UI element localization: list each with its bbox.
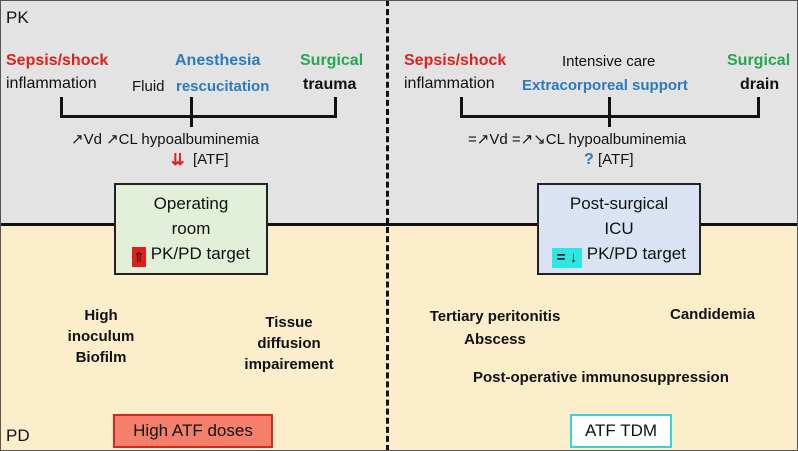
left-inflammation-label: inflammation — [6, 75, 97, 92]
operating-room-target: ⇑ PK/PD target — [116, 241, 266, 267]
right-sepsis-label: Sepsis/shock — [404, 52, 507, 69]
icu-target-label: PK/PD target — [586, 244, 686, 263]
abscess-text: Abscess — [464, 331, 526, 348]
post-surgical-icu-box: Post-surgical ICU = ↓ PK/PD target — [537, 183, 701, 275]
right-bracket-stem — [608, 115, 611, 127]
left-pd-item1: High inoculum Biofilm — [68, 305, 135, 368]
right-inflammation-label: inflammation — [404, 75, 495, 92]
left-bracket-right-tick — [334, 97, 337, 117]
left-rescucitation-label: rescucitation — [176, 78, 270, 95]
tissue-text: Tissue — [265, 314, 313, 331]
pd-label: PD — [6, 426, 30, 445]
high-atf-doses-box: High ATF doses — [113, 414, 273, 448]
operating-room-line1: Operating — [153, 194, 229, 213]
immunosuppression-text: Post-operative immunosuppression — [473, 369, 729, 386]
icu-target: = ↓ PK/PD target — [539, 241, 699, 268]
right-pd-item1: Tertiary peritonitis Abscess — [430, 305, 561, 351]
icu-line2: ICU — [604, 219, 634, 238]
left-effects-line: ↗Vd ↗CL hypoalbuminemia — [71, 131, 260, 148]
left-pd-item2: Tissue diffusion impairement — [244, 312, 333, 375]
candidemia-text: Candidemia — [670, 306, 756, 323]
left-sepsis-label: Sepsis/shock — [6, 52, 109, 69]
right-surgical-label: Surgical — [727, 52, 791, 69]
horizontal-divider — [0, 223, 798, 226]
vertical-dashed-divider — [386, 0, 389, 451]
right-bracket-right-tick — [757, 97, 760, 117]
left-anesthesia-label: Anesthesia — [175, 52, 261, 69]
left-bracket-left-tick — [60, 97, 63, 117]
icu-line1: Post-surgical — [569, 194, 669, 213]
impairement-text: impairement — [244, 356, 334, 373]
left-bracket-bar — [60, 115, 337, 118]
high-text: High — [84, 307, 118, 324]
left-trauma-label: trauma — [303, 76, 357, 93]
right-atf-label: [ATF] — [598, 151, 634, 168]
operating-room-target-label: PK/PD target — [150, 244, 250, 263]
right-drain-label: drain — [740, 76, 780, 93]
left-fluid-label: Fluid — [132, 78, 165, 95]
right-bracket-mid-tick — [608, 97, 611, 117]
right-bracket-left-tick — [460, 97, 463, 117]
right-extracorporeal-label: Extracorporeal support — [522, 77, 688, 94]
right-atf-question: ? — [584, 151, 594, 168]
biofilm-text: Biofilm — [75, 349, 127, 366]
left-bracket-stem — [190, 115, 193, 127]
atf-tdm-box: ATF TDM — [570, 414, 672, 448]
left-surgical-label: Surgical — [300, 52, 364, 69]
diffusion-text: diffusion — [257, 335, 321, 352]
left-atf-decrease-arrows: ⇊ — [171, 152, 185, 169]
right-effects-line: =↗Vd =↗↘CL hypoalbuminemia — [468, 131, 687, 148]
inoculum-text: inoculum — [67, 328, 135, 345]
operating-room-box: Operating room ⇑ PK/PD target — [114, 183, 268, 275]
equal-decrease-arrow-icon: = ↓ — [552, 248, 583, 268]
left-bracket-mid-tick — [190, 97, 193, 117]
left-atf-label: [ATF] — [193, 151, 229, 168]
right-intensive-care-label: Intensive care — [562, 53, 656, 70]
tertiary-peritonitis-text: Tertiary peritonitis — [429, 308, 561, 325]
operating-room-line2: room — [171, 219, 211, 238]
pk-label: PK — [6, 8, 29, 27]
increase-arrow-icon: ⇑ — [132, 247, 147, 267]
